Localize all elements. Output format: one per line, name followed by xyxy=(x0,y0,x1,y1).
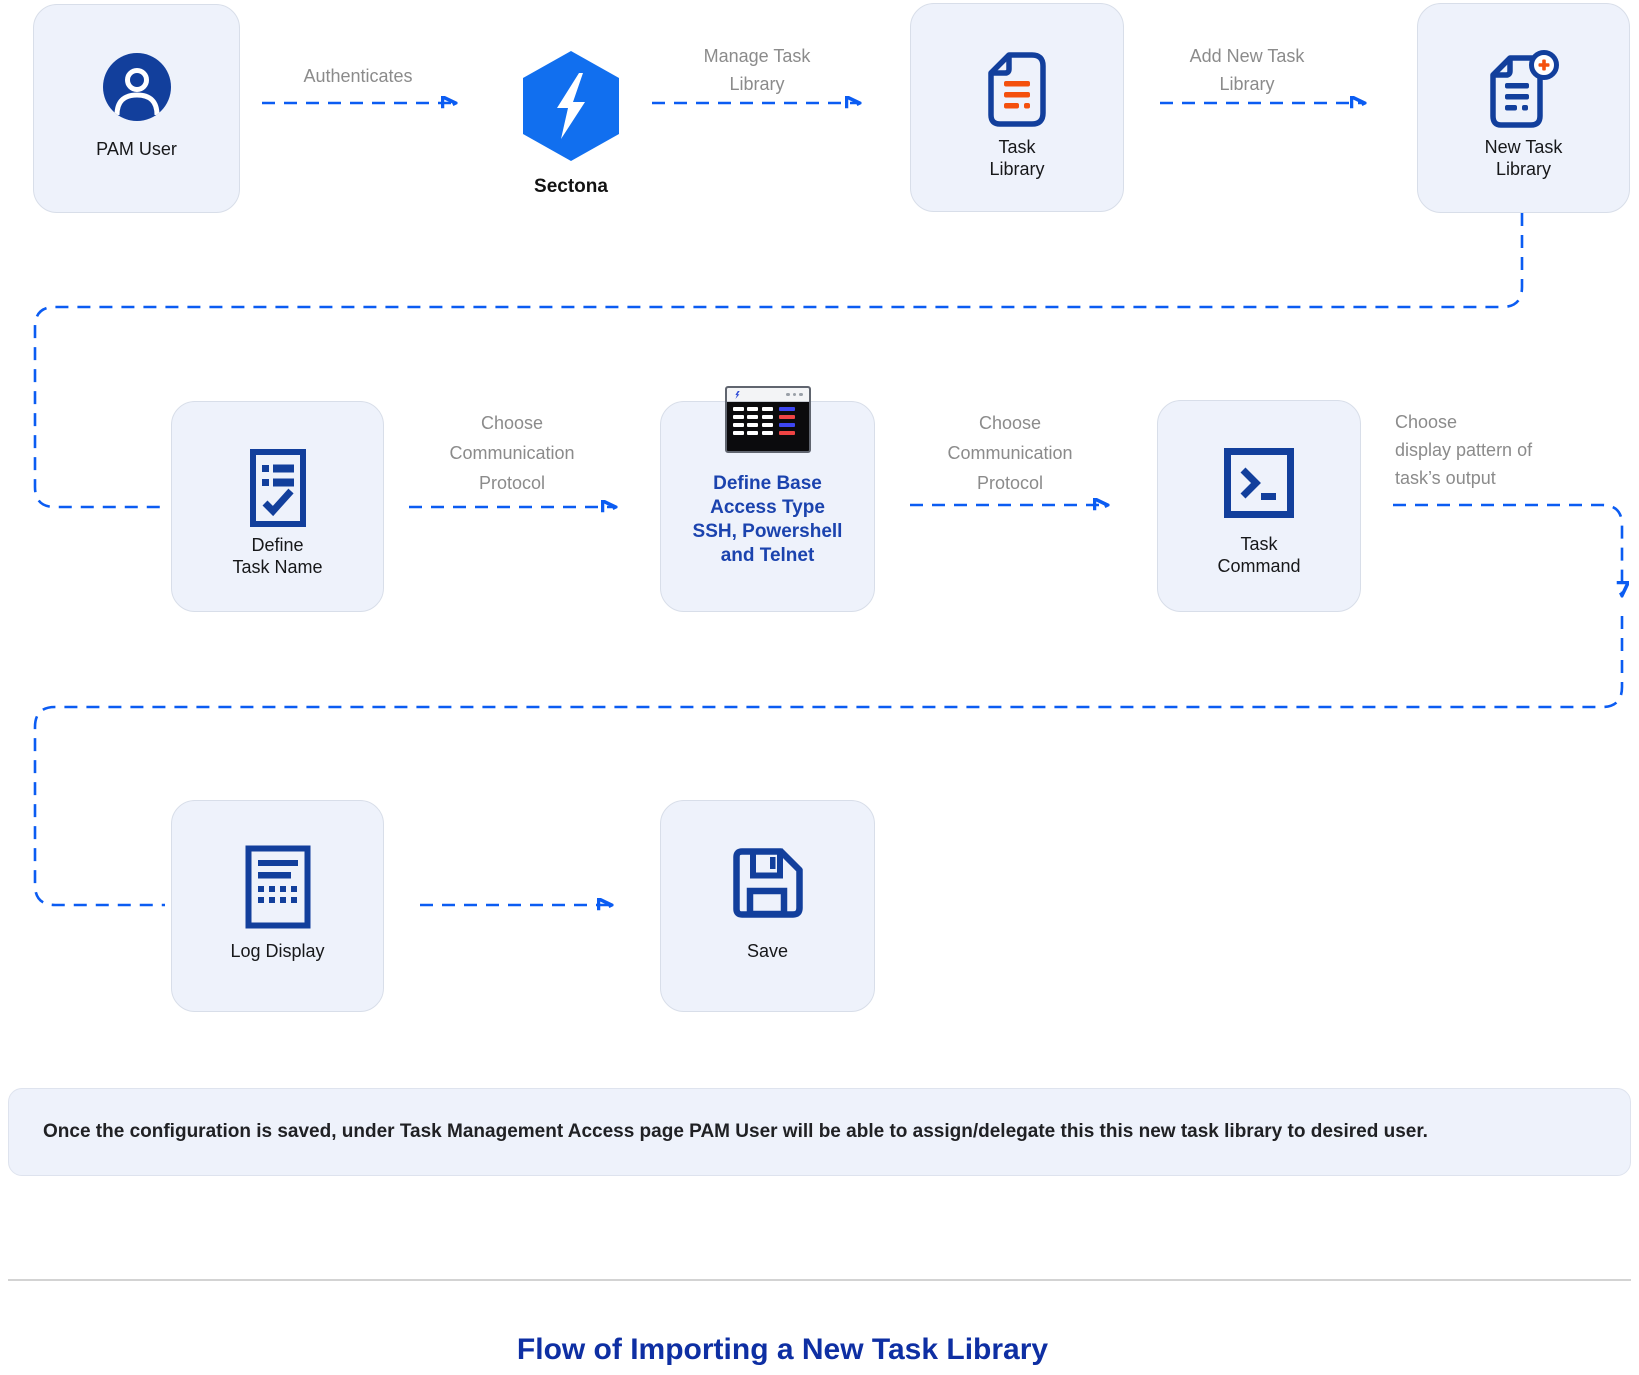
terminal-logo-glyph xyxy=(734,390,740,399)
node-pam-user: PAM User xyxy=(33,4,240,213)
edge-label-add-new-task-library: Add New Task Library xyxy=(1189,46,1305,94)
node-pam-user-label: PAM User xyxy=(96,139,177,159)
command-prompt-icon xyxy=(1158,447,1360,519)
document-add-badge-icon xyxy=(1418,50,1629,130)
edge-label-choose-display-pattern: Choose display pattern of task’s output xyxy=(1395,412,1533,488)
node-task-command: Task Command xyxy=(1157,400,1361,612)
note-box: Once the configuration is saved, under T… xyxy=(8,1088,1631,1176)
divider-line xyxy=(8,1279,1631,1281)
node-task-library-label: Task Library xyxy=(989,137,1045,179)
sectona-hexagon-bolt-logo xyxy=(491,50,651,162)
node-task-library: Task Library xyxy=(910,3,1124,212)
checklist-document-icon xyxy=(172,448,383,528)
edge-label-choose-protocol-2: Choose Communication Protocol xyxy=(947,413,1073,493)
edge-label-choose-protocol-1: Choose Communication Protocol xyxy=(449,413,575,493)
user-circle-icon xyxy=(34,51,239,123)
node-save: Save xyxy=(660,800,875,1012)
connector-taskcommand-down xyxy=(1393,503,1622,594)
document-lines-icon xyxy=(911,50,1123,130)
node-sectona: Sectona xyxy=(491,50,651,198)
diagram-title: Flow of Importing a New Task Library xyxy=(516,1333,1049,1366)
terminal-window-icon xyxy=(724,386,811,453)
node-task-command-label: Task Command xyxy=(1217,534,1301,576)
node-log-display: Log Display xyxy=(171,800,384,1012)
note-text: Once the configuration is saved, under T… xyxy=(43,1121,1428,1142)
window-dots-icon xyxy=(786,392,803,397)
floppy-disk-icon xyxy=(661,845,874,921)
edge-label-manage-task-library: Manage Task Library xyxy=(703,46,811,94)
node-save-label: Save xyxy=(746,941,789,961)
node-sectona-label: Sectona xyxy=(534,176,608,197)
edge-label-authenticates: Authenticates xyxy=(303,66,413,86)
node-log-display-label: Log Display xyxy=(230,941,325,961)
node-new-task-library-label: New Task Library xyxy=(1484,137,1563,179)
node-define-task-name-label: Define Task Name xyxy=(232,535,323,577)
node-define-task-name: Define Task Name xyxy=(171,401,384,612)
node-define-base-access-label: Define Base Access Type SSH, Powershell … xyxy=(692,473,843,566)
log-report-icon xyxy=(172,845,383,929)
node-new-task-library: New Task Library xyxy=(1417,3,1630,213)
node-define-base-access: Define Base Access Type SSH, Powershell … xyxy=(660,386,875,612)
